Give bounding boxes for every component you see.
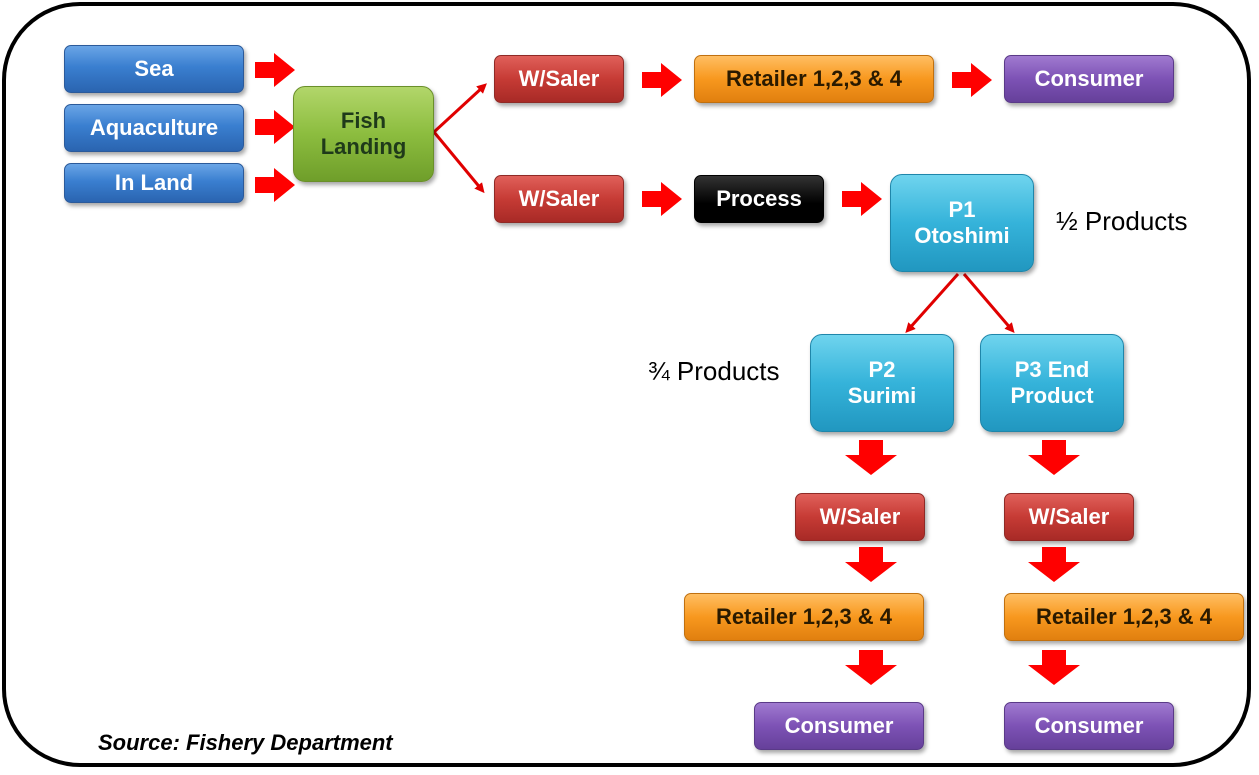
retailer-top-label: Retailer 1,2,3 & 4 bbox=[725, 65, 903, 91]
consumer-p2-label: Consumer bbox=[784, 712, 894, 738]
p1-line2: Otoshimi bbox=[914, 223, 1010, 248]
wholesaler-process-box: W/Saler bbox=[494, 175, 624, 223]
source-sea-label: Sea bbox=[134, 55, 174, 81]
p1-line1: P1 bbox=[948, 196, 976, 222]
process-label: Process bbox=[716, 185, 802, 211]
block-arrow-down-p3-3 bbox=[1028, 650, 1080, 685]
wholesaler-p2-label: W/Saler bbox=[819, 503, 901, 529]
wholesaler-p3-box: W/Saler bbox=[1004, 493, 1134, 541]
connector-p1-to-p3 bbox=[962, 273, 1015, 334]
consumer-p3-box: Consumer bbox=[1004, 702, 1174, 750]
retailer-p2-box: Retailer 1,2,3 & 4 bbox=[684, 593, 924, 641]
block-arrow-down-p2-3 bbox=[845, 650, 897, 685]
block-arrow-down-p2-2 bbox=[845, 547, 897, 582]
block-arrow-inland bbox=[255, 168, 295, 202]
three-quarter-products-note: ¾ Products bbox=[648, 356, 780, 386]
block-arrow-sea bbox=[255, 53, 295, 87]
block-arrow-to-p1 bbox=[842, 182, 882, 216]
block-arrow-down-p3-2 bbox=[1028, 547, 1080, 582]
p3-end-product-box: P3 End Product bbox=[980, 334, 1124, 432]
p1-otoshimi-box: P1 Otoshimi bbox=[890, 174, 1034, 272]
wholesaler-top-box: W/Saler bbox=[494, 55, 624, 103]
consumer-p3-label: Consumer bbox=[1034, 712, 1144, 738]
source-sea-box: Sea bbox=[64, 45, 244, 93]
consumer-p2-box: Consumer bbox=[754, 702, 924, 750]
wholesaler-process-label: W/Saler bbox=[518, 185, 600, 211]
p2-line2: Surimi bbox=[847, 383, 917, 408]
retailer-p2-label: Retailer 1,2,3 & 4 bbox=[715, 603, 893, 629]
p3-line2: Product bbox=[1010, 383, 1094, 408]
source-inland-label: In Land bbox=[114, 169, 194, 195]
p2-line1: P2 bbox=[868, 356, 896, 382]
wholesaler-p3-label: W/Saler bbox=[1028, 503, 1110, 529]
fish-landing-line1: Fish bbox=[340, 107, 387, 133]
source-aquaculture-label: Aquaculture bbox=[89, 114, 219, 140]
wholesaler-top-label: W/Saler bbox=[518, 65, 600, 91]
block-arrow-down-p2-1 bbox=[845, 440, 897, 475]
retailer-p3-label: Retailer 1,2,3 & 4 bbox=[1035, 603, 1213, 629]
wholesaler-p2-box: W/Saler bbox=[795, 493, 925, 541]
block-arrow-aquaculture bbox=[255, 110, 295, 144]
block-arrow-to-consumer-top bbox=[952, 63, 992, 97]
block-arrow-to-retailer-top bbox=[642, 63, 682, 97]
connector-landing-to-wholesaler-process bbox=[432, 131, 485, 194]
connector-landing-to-wholesaler-top bbox=[432, 83, 487, 134]
diagram-frame bbox=[2, 2, 1251, 767]
source-note: Source: Fishery Department bbox=[98, 730, 393, 755]
half-products-note: ½ Products bbox=[1056, 206, 1188, 236]
source-inland-box: In Land bbox=[64, 163, 244, 203]
retailer-p3-box: Retailer 1,2,3 & 4 bbox=[1004, 593, 1244, 641]
consumer-top-label: Consumer bbox=[1034, 65, 1144, 91]
source-aquaculture-box: Aquaculture bbox=[64, 104, 244, 152]
retailer-top-box: Retailer 1,2,3 & 4 bbox=[694, 55, 934, 103]
block-arrow-down-p3-1 bbox=[1028, 440, 1080, 475]
consumer-top-box: Consumer bbox=[1004, 55, 1174, 103]
p3-line1: P3 End bbox=[1014, 356, 1090, 382]
process-box: Process bbox=[694, 175, 824, 223]
block-arrow-to-process bbox=[642, 182, 682, 216]
fish-landing-box: Fish Landing bbox=[293, 86, 434, 182]
p2-surimi-box: P2 Surimi bbox=[810, 334, 954, 432]
connector-p1-to-p2 bbox=[905, 273, 960, 333]
fish-landing-line2: Landing bbox=[320, 134, 407, 159]
